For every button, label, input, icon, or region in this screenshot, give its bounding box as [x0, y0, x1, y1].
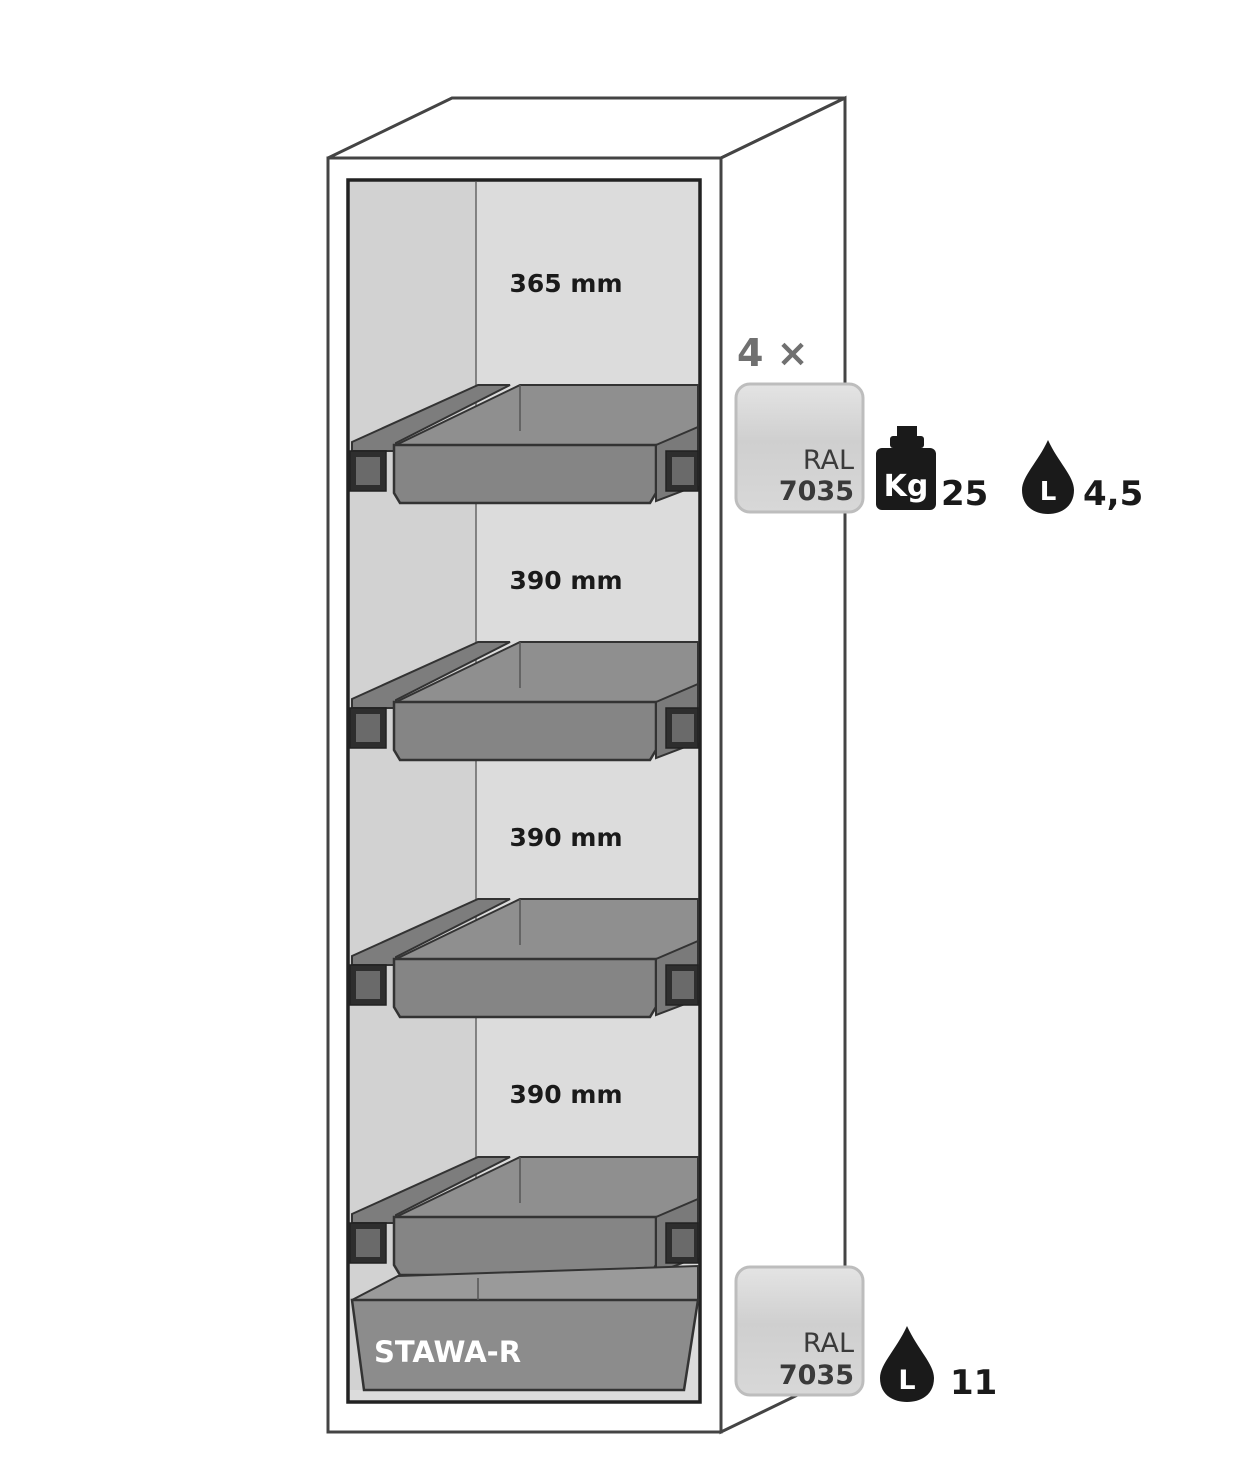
shelf-trays	[349, 384, 699, 1277]
weight-icon-handle	[897, 426, 917, 436]
drop-shape	[1022, 440, 1074, 514]
load-capacity-value: 25	[941, 474, 988, 514]
weight-icon-neck	[890, 436, 924, 448]
weight-icon-label: Kg	[884, 469, 929, 504]
drop-icon-label: L	[898, 1365, 915, 1396]
liquid-drop-litre-icon: L	[1022, 440, 1074, 514]
ral-label: RAL	[803, 445, 854, 476]
color-swatch	[734, 382, 865, 514]
compartment-3-height: 390 mm	[510, 823, 623, 852]
compartment-4-height: 390 mm	[510, 1080, 623, 1109]
weight-icon-body	[876, 448, 936, 510]
compartment-2-height: 390 mm	[510, 566, 623, 595]
shelf-3-left-bracket-inset	[356, 971, 380, 999]
ral-label: RAL	[803, 1328, 854, 1359]
shelf-volume-value: 4,5	[1083, 474, 1143, 514]
shelf-3-right-bracket-inset	[672, 971, 694, 999]
shelf-1-right-bracket-inset	[672, 457, 694, 485]
ral-swatch-sump: RAL 7035	[734, 1265, 865, 1397]
shelf-1-tray-front	[392, 443, 658, 505]
bottom-sump-tray	[350, 1298, 700, 1392]
compartment-1-height: 365 mm	[510, 269, 623, 298]
shelf-2-right-bracket-inset	[672, 714, 694, 742]
ral-code: 7035	[779, 1360, 854, 1391]
shelf-quantity: 4 ×	[737, 331, 809, 375]
shelf-2-left-bracket-inset	[356, 714, 380, 742]
bottom-sump-label: STAWA-R	[374, 1335, 521, 1369]
compartment-heights: 365 mm 390 mm 390 mm 390 mm	[510, 269, 623, 1109]
liquid-drop-litre-icon: L	[880, 1326, 934, 1402]
ral-swatch-shelf: RAL 7035	[734, 382, 865, 514]
drop-icon-label: L	[1040, 477, 1057, 507]
color-swatch	[734, 1265, 865, 1397]
drop-shape	[880, 1326, 934, 1402]
shelf-4-tray-front	[392, 1215, 658, 1277]
bottom-sump-spec: RAL 7035 L 11	[734, 1265, 997, 1403]
shelf-tray-spec: 4 × RAL 7035 Kg 25 L 4,5	[734, 331, 1143, 514]
shelf-4-left-bracket-inset	[356, 1229, 380, 1257]
sump-volume-value: 11	[950, 1363, 997, 1403]
shelf-1-left-bracket-inset	[356, 457, 380, 485]
shelf-3-tray-front	[392, 957, 658, 1019]
bottom-sump: STAWA-R	[350, 1264, 700, 1392]
weight-kg-icon: Kg	[876, 426, 936, 510]
shelf-2-tray-front	[392, 700, 658, 762]
cabinet-side-face	[719, 95, 847, 1435]
ral-code: 7035	[779, 476, 854, 507]
shelf-4-right-bracket-inset	[672, 1229, 694, 1257]
